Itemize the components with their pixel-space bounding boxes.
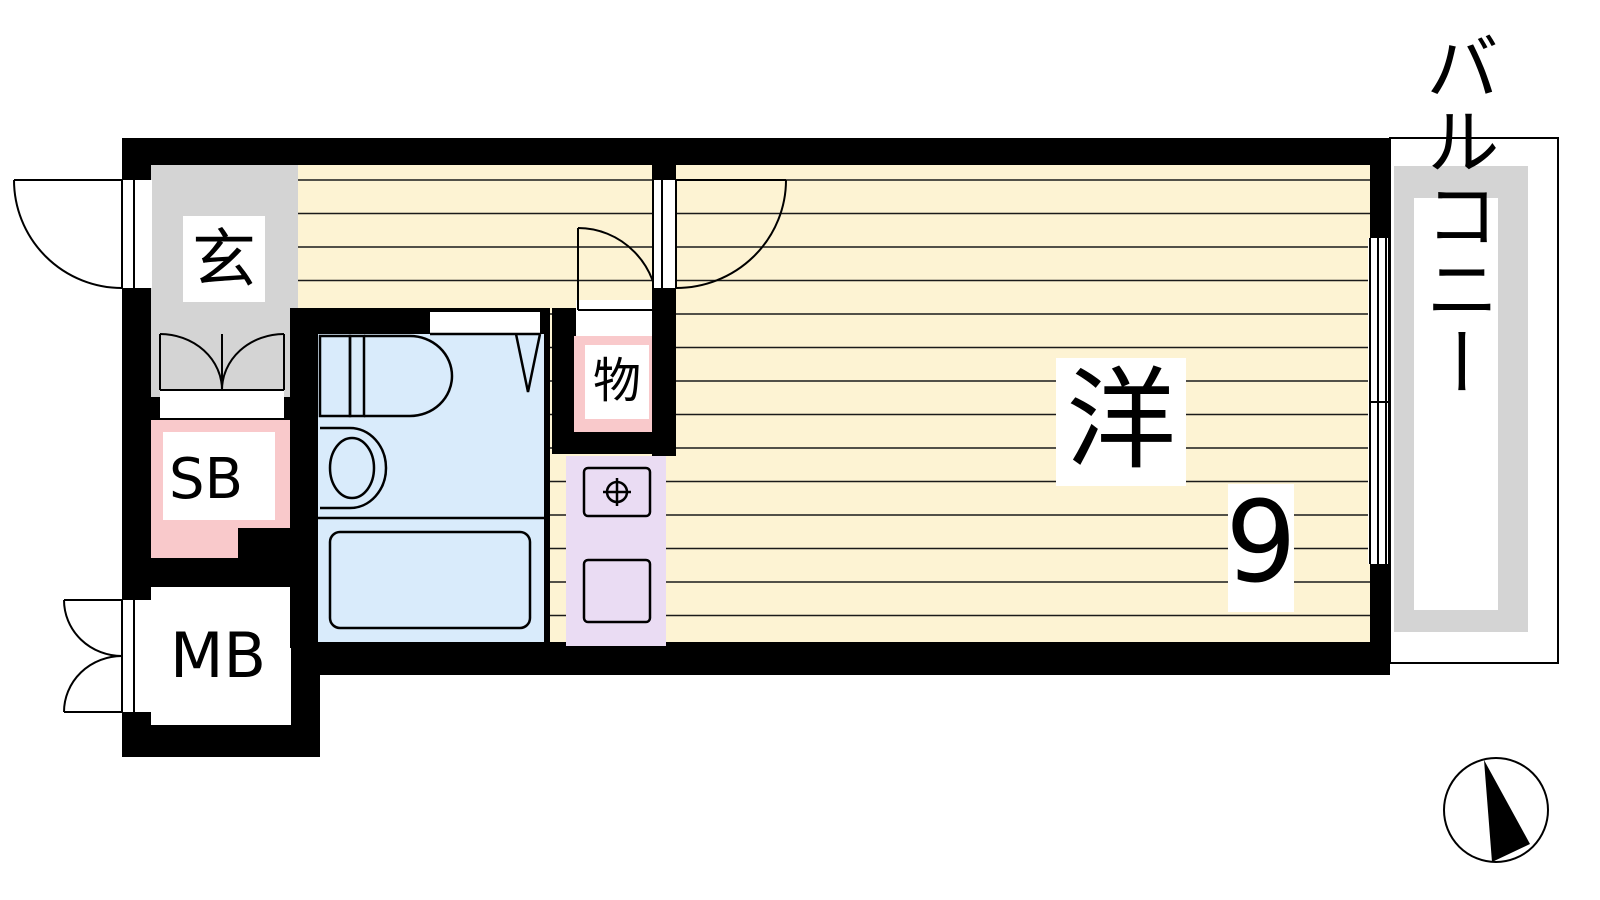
- western-room-label: 洋: [1066, 356, 1176, 484]
- shoe-box-doors: [159, 333, 285, 418]
- storage-door: [576, 227, 660, 336]
- balcony-label-bg: [1414, 198, 1498, 610]
- sink: [320, 426, 388, 510]
- meter-box-doors: [63, 599, 152, 713]
- room-size-label: 9: [1225, 478, 1296, 608]
- bathroom: [318, 334, 544, 642]
- kitchen-sink: [582, 558, 652, 624]
- meter-box-label: MB: [170, 619, 266, 692]
- stove: [582, 466, 652, 518]
- front-door: [13, 179, 152, 289]
- storage-label-bg: [585, 345, 649, 419]
- meter-box: [151, 587, 291, 725]
- balcony-label: バルコニー: [1413, 29, 1499, 399]
- bathtub: [328, 530, 532, 630]
- north-arrow-icon: [1443, 757, 1549, 863]
- floor-lines: [298, 179, 1370, 617]
- room-size-bg: [1228, 484, 1294, 612]
- balcony-window: [1368, 238, 1390, 564]
- storage-label: 物: [593, 353, 641, 409]
- door-swing-mark: [514, 333, 542, 393]
- stove-burner-icon: [603, 478, 631, 506]
- entrance-label: 玄: [192, 224, 256, 298]
- kitchen-fixtures: [582, 466, 652, 624]
- room-label-bg: [1056, 358, 1186, 486]
- shoe-box-label-bg: [163, 432, 275, 520]
- toilet-seat: [364, 334, 454, 418]
- bathroom-fixtures: [318, 312, 544, 630]
- shoe-box-label: SB: [169, 447, 243, 512]
- room-door: [654, 179, 787, 289]
- entrance-label-bg: [183, 216, 265, 302]
